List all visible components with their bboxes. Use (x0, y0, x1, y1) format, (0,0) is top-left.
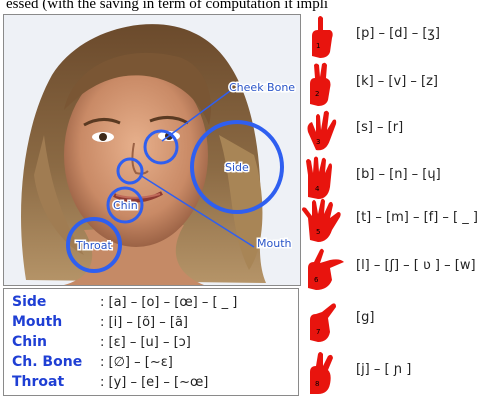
vowel-row-cheek-bone: Ch. Bone : [∅] – [~ɛ] (12, 351, 173, 371)
position-name: Throat (12, 374, 65, 390)
hand-number: 5 (316, 228, 320, 236)
consonant-group: [g] (356, 310, 375, 325)
position-vowels: : [∅] – [~ɛ] (100, 355, 173, 370)
hand-number: 6 (314, 276, 319, 284)
position-vowels: : [y] – [e] – [~œ] (100, 375, 209, 390)
hand-shape-8-icon: 8 (310, 352, 333, 394)
consonant-group: [l] – [ʃ] – [ ʋ ] – [w] (356, 258, 476, 273)
throat-circle (66, 217, 122, 273)
consonant-group: [k] – [v] – [z] (356, 74, 439, 89)
mouth-circle (116, 157, 144, 185)
position-name: Mouth (12, 314, 63, 330)
vowel-position-table: Side : [a] – [o] – [œ] – [ _ ] Mouth : [i]… (3, 288, 299, 396)
position-vowels: : [i] – [õ] – [ã] (100, 315, 189, 330)
throat-label: Throat (75, 239, 112, 252)
position-vowels: : [ɛ] – [u] – [ɔ] (100, 335, 191, 350)
handshape-row-7: 7 [g] (300, 298, 500, 344)
hand-number: 2 (315, 90, 319, 98)
hand-shape-5-icon: 5 (302, 198, 341, 242)
consonant-group: [s] – [r] (356, 120, 404, 135)
mouth-label: Mouth (257, 237, 292, 250)
handshape-row-3: 3 [s] – [r] (300, 108, 500, 154)
position-name: Chin (12, 334, 48, 350)
vowel-row-throat: Throat : [y] – [e] – [~œ] (12, 371, 208, 391)
hand-number: 4 (315, 185, 320, 193)
position-vowels: : [a] – [o] – [œ] – [ _ ] (100, 295, 238, 310)
hand-number: 7 (316, 328, 320, 336)
hand-number: 1 (316, 42, 320, 50)
face-diagram: Cheek Bone Side Chin Mouth Throat (3, 14, 301, 286)
vowel-row-mouth: Mouth : [i] – [õ] – [ã] (12, 311, 188, 331)
face-illustration: Cheek Bone Side Chin Mouth Throat (21, 24, 297, 285)
handshape-row-2: 2 [k] – [v] – [z] (300, 62, 500, 108)
vowel-row-side: Side : [a] – [o] – [œ] – [ _ ] (12, 291, 237, 311)
cheek-bone-label: Cheek Bone (229, 81, 295, 94)
hand-shape-1-icon: 1 (312, 16, 333, 58)
consonant-group: [p] – [d] – [ʒ] (356, 26, 440, 41)
consonant-group: [j] – [ ɲ ] (356, 362, 412, 377)
hand-shape-2-icon: 2 (310, 62, 331, 106)
chin-label: Chin (113, 199, 138, 212)
hand-number: 8 (315, 380, 319, 388)
handshape-row-1: 1 [p] – [d] – [ʒ] (300, 14, 500, 60)
cheek-bone-circle (143, 129, 179, 165)
hand-shape-7-icon: 7 (310, 303, 336, 342)
side-label: Side (225, 161, 249, 174)
side-circle (190, 120, 284, 214)
position-name: Ch. Bone (12, 354, 83, 370)
handshape-row-5: 5 [t] – [m] – [f] – [ _ ] (300, 198, 500, 244)
hand-shape-6-icon: 6 (308, 248, 344, 290)
handshape-row-4: 4 [b] – [n] – [ɥ] (300, 155, 500, 201)
hand-shape-3-icon: 3 (307, 110, 337, 151)
consonant-group: [b] – [n] – [ɥ] (356, 167, 441, 182)
handshape-row-8: 8 [j] – [ ɲ ] (300, 350, 500, 396)
hand-shape-4-icon: 4 (306, 156, 332, 199)
handshape-row-6: 6 [l] – [ʃ] – [ ʋ ] – [w] (300, 246, 500, 292)
chin-circle (106, 186, 144, 224)
position-name: Side (12, 294, 47, 310)
consonant-group: [t] – [m] – [f] – [ _ ] (356, 210, 478, 225)
vowel-row-chin: Chin : [ɛ] – [u] – [ɔ] (12, 331, 191, 351)
hand-number: 3 (316, 138, 320, 146)
top-caption: essed (with the saving in term of comput… (6, 0, 329, 12)
